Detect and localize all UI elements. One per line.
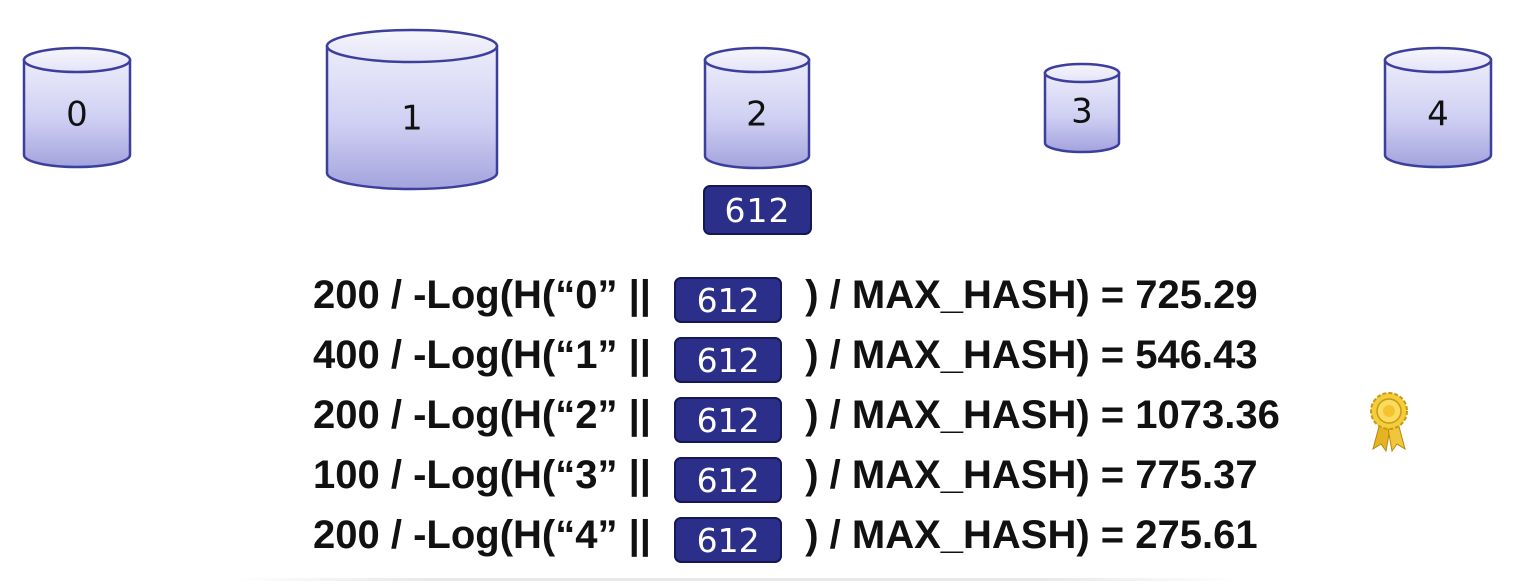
storage-node-3: 3: [1043, 62, 1121, 154]
node-label-1: 1: [401, 99, 423, 139]
node-label-2: 2: [746, 95, 768, 135]
equation-prefix: 200 / -Log(H(“0” ||: [313, 272, 663, 317]
node-label-0: 0: [66, 95, 88, 135]
storage-node-0: 0: [22, 46, 132, 169]
equation-row-2: 200 / -Log(H(“2” || 612 ) / MAX_HASH) = …: [313, 390, 1280, 443]
key-badge: 612: [674, 457, 783, 503]
storage-node-4: 4: [1383, 46, 1493, 169]
storage-node-2: 2: [703, 46, 811, 170]
equation-suffix: ) / MAX_HASH) = 275.61: [794, 512, 1258, 557]
storage-node-1: 1: [325, 28, 499, 191]
equation-suffix: ) / MAX_HASH) = 546.43: [794, 332, 1258, 377]
node-label-4: 4: [1427, 95, 1449, 135]
equation-prefix: 100 / -Log(H(“3” ||: [313, 452, 663, 497]
equation-row-1: 400 / -Log(H(“1” || 612 ) / MAX_HASH) = …: [313, 330, 1258, 383]
equation-prefix: 400 / -Log(H(“1” ||: [313, 332, 663, 377]
equation-suffix: ) / MAX_HASH) = 775.37: [794, 452, 1258, 497]
bottom-divider: [230, 578, 1240, 581]
equation-row-3: 100 / -Log(H(“3” || 612 ) / MAX_HASH) = …: [313, 450, 1258, 503]
award-ribbon-icon: [1370, 392, 1408, 453]
key-badge: 612: [674, 397, 783, 443]
equation-prefix: 200 / -Log(H(“4” ||: [313, 512, 663, 557]
key-badge: 612: [674, 337, 783, 383]
equation-row-4: 200 / -Log(H(“4” || 612 ) / MAX_HASH) = …: [313, 510, 1258, 563]
equation-prefix: 200 / -Log(H(“2” ||: [313, 392, 663, 437]
key-badge: 612: [674, 277, 783, 323]
key-badge: 612: [703, 185, 812, 235]
node-label-3: 3: [1071, 92, 1093, 132]
equation-row-0: 200 / -Log(H(“0” || 612 ) / MAX_HASH) = …: [313, 270, 1258, 323]
equation-suffix: ) / MAX_HASH) = 725.29: [794, 272, 1258, 317]
key-badge: 612: [674, 517, 783, 563]
equation-suffix: ) / MAX_HASH) = 1073.36: [794, 392, 1280, 437]
